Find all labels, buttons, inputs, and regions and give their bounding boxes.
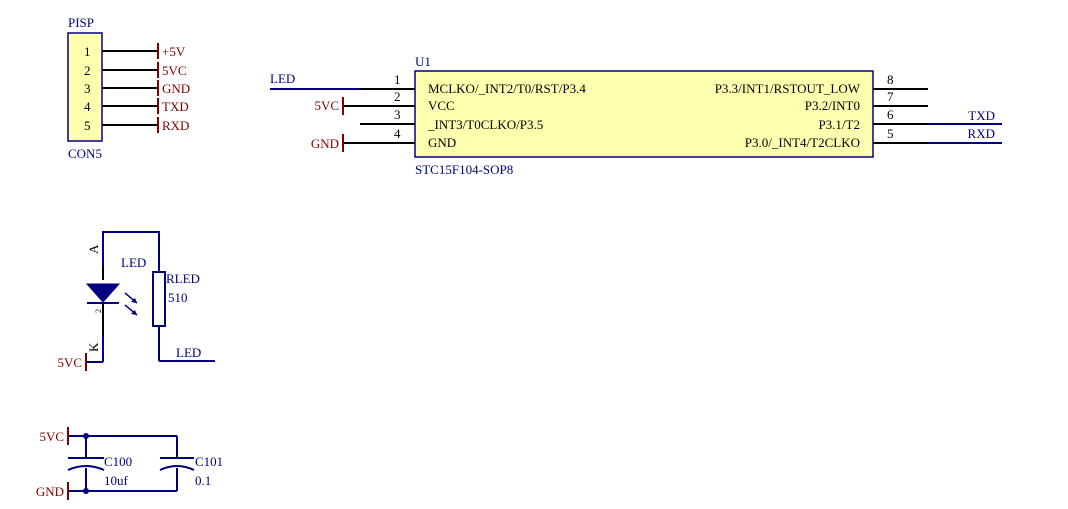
- ic-pin-3: 3 _INT3/T0CLKO/P3.5: [360, 107, 543, 132]
- ic-pin-name: _INT3/T0CLKO/P3.5: [427, 117, 543, 132]
- cap-designator: C101: [195, 454, 223, 469]
- led-pin2-label: 2: [94, 309, 103, 313]
- ic-part: STC15F104-SOP8: [415, 162, 513, 177]
- net-label-gnd: GND: [36, 484, 64, 499]
- net-rxd-u1: RXD: [928, 126, 1002, 144]
- connector-pin-3: 3 GND: [84, 80, 190, 96]
- connector-pisp: PISP CON5 1 +5V 2 5VC 3 GND 4 TXD 5: [67, 15, 190, 161]
- resistor-value: 510: [168, 290, 188, 305]
- ic-pin-number: 6: [887, 107, 894, 122]
- ic-pin-number: 1: [394, 72, 401, 87]
- net-gnd-u1: GND: [311, 134, 344, 152]
- ic-pin-number: 3: [394, 107, 401, 122]
- ic-pin-1: 1 MCLKO/_INT2/T0/RST/P3.4: [360, 72, 586, 96]
- connector-pin-number: 3: [84, 81, 91, 96]
- connector-net-label: RXD: [162, 118, 189, 133]
- cap-designator: C100: [104, 454, 132, 469]
- net-txd-u1: TXD: [928, 108, 1002, 125]
- net-label-5vc: 5VC: [39, 429, 64, 444]
- net-label-led: LED: [176, 345, 201, 360]
- net-led-u1: LED: [270, 71, 360, 90]
- capacitor-c101: C101 0.1: [159, 454, 223, 488]
- junction-dot: [83, 488, 89, 494]
- ic-pin-name: P3.3/INT1/RSTOUT_LOW: [715, 81, 861, 96]
- ic-pin-number: 8: [887, 72, 894, 87]
- led-triangle: [85, 283, 121, 303]
- decoupling-caps: C100 10uf C101 0.1 5VC GND: [36, 427, 223, 500]
- ic-pin-name: GND: [428, 135, 456, 150]
- connector-pin-2: 2 5VC: [84, 62, 187, 78]
- connector-net-label: 5VC: [162, 63, 187, 78]
- ic-pin-8: 8 P3.3/INT1/RSTOUT_LOW: [715, 72, 928, 96]
- led-anode-label: A: [86, 244, 101, 254]
- ic-pin-number: 2: [394, 89, 401, 104]
- connector-net-label: TXD: [162, 99, 189, 114]
- net-label-gnd: GND: [311, 136, 339, 151]
- resistor-rled: RLED 510: [152, 271, 200, 327]
- net-label-rxd: RXD: [968, 126, 995, 141]
- connector-pin-number: 1: [84, 44, 91, 59]
- connector-pin-number: 4: [84, 99, 91, 114]
- led-arrow-head: [131, 310, 137, 315]
- connector-pin-number: 5: [84, 118, 91, 133]
- cap-value: 0.1: [195, 473, 211, 488]
- net-label-5vc: 5VC: [57, 355, 82, 370]
- ic-pin-5: 5 P3.0/_INT4/T2CLKO: [745, 126, 928, 150]
- ic-pin-name: P3.0/_INT4/T2CLKO: [745, 135, 860, 150]
- connector-part: CON5: [68, 146, 102, 161]
- connector-body: [67, 32, 103, 142]
- led-circuit: A K 2 LED RLED 510 5VC LED: [57, 231, 215, 371]
- ic-designator: U1: [415, 54, 431, 69]
- ic-pin-number: 7: [887, 89, 894, 104]
- ic-pin-6: 6 P3.1/T2: [818, 107, 928, 132]
- connector-designator: PISP: [68, 15, 94, 30]
- ic-pin-2: 2 VCC: [343, 89, 455, 113]
- ic-pin-number: 5: [887, 126, 894, 141]
- ic-pin-4: 4 GND: [343, 126, 456, 150]
- resistor-body: [152, 271, 166, 327]
- net-5vc-u1: 5VC: [314, 97, 344, 115]
- net-label-txd: TXD: [968, 108, 995, 123]
- ic-pin-name: P3.1/T2: [818, 117, 860, 132]
- ic-pin-name: VCC: [428, 98, 455, 113]
- ic-pin-number: 4: [394, 126, 401, 141]
- led-designator: LED: [121, 255, 146, 270]
- capacitor-c100: C100 10uf: [67, 454, 132, 488]
- ic-pin-name: P3.2/INT0: [805, 98, 860, 113]
- connector-net-label: +5V: [162, 44, 186, 59]
- connector-pin-4: 4 TXD: [84, 98, 189, 114]
- connector-pin-number: 2: [84, 63, 91, 78]
- led-symbol: A K 2 LED: [85, 244, 146, 352]
- connector-pin-5: 5 RXD: [84, 117, 189, 133]
- ic-body: [414, 70, 874, 158]
- led-arrow-head: [131, 298, 137, 303]
- led-cathode-label: K: [86, 342, 101, 352]
- ic-pin-name: MCLKO/_INT2/T0/RST/P3.4: [428, 81, 586, 96]
- net-label-led: LED: [270, 71, 295, 86]
- ic-pin-7: 7 P3.2/INT0: [805, 89, 928, 113]
- resistor-designator: RLED: [166, 271, 200, 286]
- net-label-5vc: 5VC: [314, 98, 339, 113]
- connector-net-label: GND: [162, 81, 190, 96]
- connector-pin-1: 1 +5V: [84, 43, 186, 59]
- junction-dot: [83, 433, 89, 439]
- cap-value: 10uf: [104, 473, 129, 488]
- ic-u1: U1 STC15F104-SOP8 1 MCLKO/_INT2/T0/RST/P…: [270, 54, 1002, 177]
